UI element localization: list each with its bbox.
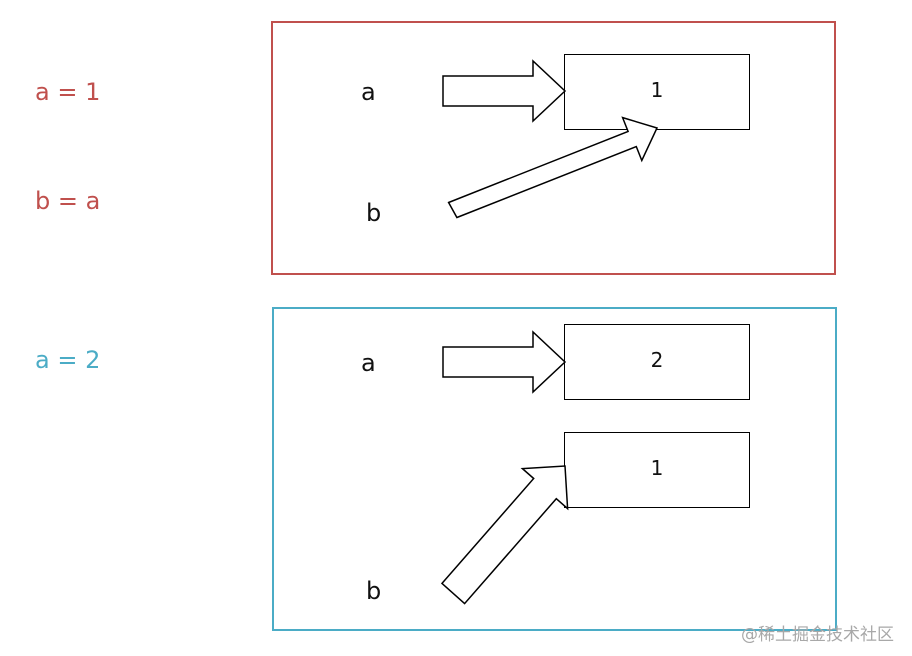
panel-2-value-text-old: 1 (650, 456, 664, 480)
code-line-a-equals-1: a = 1 (35, 78, 101, 106)
panel-2-value-box-old: 1 (564, 432, 750, 508)
code-line-a-equals-2: a = 2 (35, 346, 101, 374)
panel-2-variable-b: b (366, 577, 382, 605)
panel-2-value-box-new: 2 (564, 324, 750, 400)
panel-2-variable-a: a (361, 349, 376, 377)
panel-1-variable-a: a (361, 78, 376, 106)
panel-1-variable-b: b (366, 199, 382, 227)
panel-2-value-text-new: 2 (650, 348, 664, 372)
code-line-b-equals-a: b = a (35, 187, 101, 215)
panel-1-value-text: 1 (650, 78, 664, 102)
panel-2-frame (272, 307, 837, 631)
panel-1-value-box: 1 (564, 54, 750, 130)
panel-1-frame (271, 21, 836, 275)
watermark-text: @稀土掘金技术社区 (741, 625, 894, 645)
